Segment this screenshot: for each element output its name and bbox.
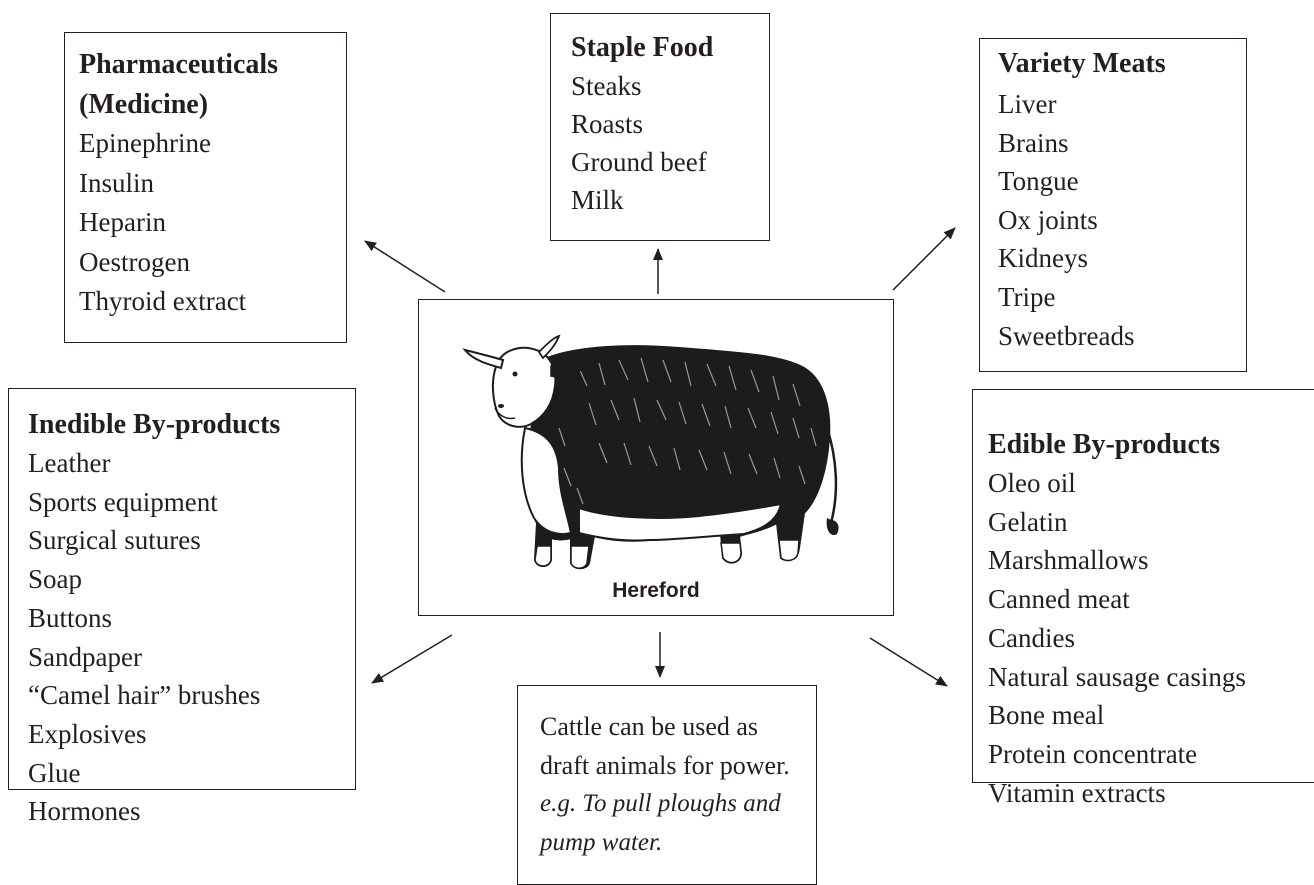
- list-item: Oleo oil: [988, 464, 1314, 503]
- list-item: Sports equipment: [28, 483, 355, 522]
- list-item: Leather: [28, 444, 355, 483]
- list-item: Marshmallows: [988, 541, 1314, 580]
- pharmaceuticals-box: Pharmaceuticals (Medicine) Epinephrine I…: [64, 32, 347, 343]
- list-item: Glue: [28, 754, 355, 793]
- draft-animals-box: Cattle can be used as draft animals for …: [517, 685, 817, 885]
- list-item: Sandpaper: [28, 638, 355, 677]
- list-item: Buttons: [28, 599, 355, 638]
- arrow-to-inedible-byproducts: [372, 635, 452, 683]
- list-item: Candies: [988, 619, 1314, 658]
- draft-text-line1: Cattle can be used as: [540, 708, 816, 747]
- draft-example-line2: pump water.: [540, 824, 816, 863]
- edible-byproducts-title: Edible By-products: [988, 426, 1314, 464]
- variety-meats-box: Variety Meats Liver Brains Tongue Ox joi…: [979, 38, 1247, 372]
- draft-example-line1: e.g. To pull ploughs and: [540, 785, 816, 824]
- pharmaceuticals-title-line1: Pharmaceuticals: [79, 45, 346, 85]
- list-item: Epinephrine: [79, 124, 346, 164]
- hereford-cow-illustration: [459, 308, 855, 576]
- arrow-to-edible-byproducts: [870, 638, 947, 686]
- list-item: Sweetbreads: [998, 317, 1246, 356]
- staple-food-title: Staple Food: [571, 29, 769, 67]
- list-item: Ground beef: [571, 143, 769, 181]
- list-item: Gelatin: [988, 503, 1314, 542]
- draft-text-line2: draft animals for power.: [540, 747, 816, 786]
- variety-meats-title: Variety Meats: [998, 43, 1246, 85]
- staple-food-box: Staple Food Steaks Roasts Ground beef Mi…: [550, 13, 770, 241]
- list-item: Thyroid extract: [79, 282, 346, 322]
- list-item: Oestrogen: [79, 243, 346, 283]
- list-item: Hormones: [28, 792, 355, 831]
- pharmaceuticals-title-line2: (Medicine): [79, 85, 346, 125]
- list-item: Natural sausage casings: [988, 658, 1314, 697]
- arrow-to-variety-meats: [893, 228, 955, 290]
- hereford-image-box: Hereford: [418, 299, 894, 616]
- list-item: Tongue: [998, 162, 1246, 201]
- list-item: Brains: [998, 124, 1246, 163]
- list-item: Liver: [998, 85, 1246, 124]
- inedible-byproducts-box: Inedible By-products Leather Sports equi…: [8, 388, 356, 790]
- list-item: Ox joints: [998, 201, 1246, 240]
- list-item: Heparin: [79, 203, 346, 243]
- list-item: Protein concentrate: [988, 735, 1314, 774]
- list-item: Steaks: [571, 67, 769, 105]
- list-item: Kidneys: [998, 239, 1246, 278]
- list-item: Milk: [571, 181, 769, 219]
- list-item: Surgical sutures: [28, 521, 355, 560]
- hereford-label: Hereford: [419, 579, 893, 603]
- list-item: Insulin: [79, 164, 346, 204]
- arrow-to-pharmaceuticals: [365, 241, 445, 292]
- list-item: Soap: [28, 560, 355, 599]
- inedible-byproducts-title: Inedible By-products: [28, 406, 355, 444]
- list-item: Canned meat: [988, 580, 1314, 619]
- list-item: Vitamin extracts: [988, 774, 1314, 813]
- list-item: Bone meal: [988, 696, 1314, 735]
- list-item: Tripe: [998, 278, 1246, 317]
- list-item: Roasts: [571, 105, 769, 143]
- list-item: Explosives: [28, 715, 355, 754]
- edible-byproducts-box: Edible By-products Oleo oil Gelatin Mars…: [972, 389, 1314, 783]
- list-item: “Camel hair” brushes: [28, 676, 355, 715]
